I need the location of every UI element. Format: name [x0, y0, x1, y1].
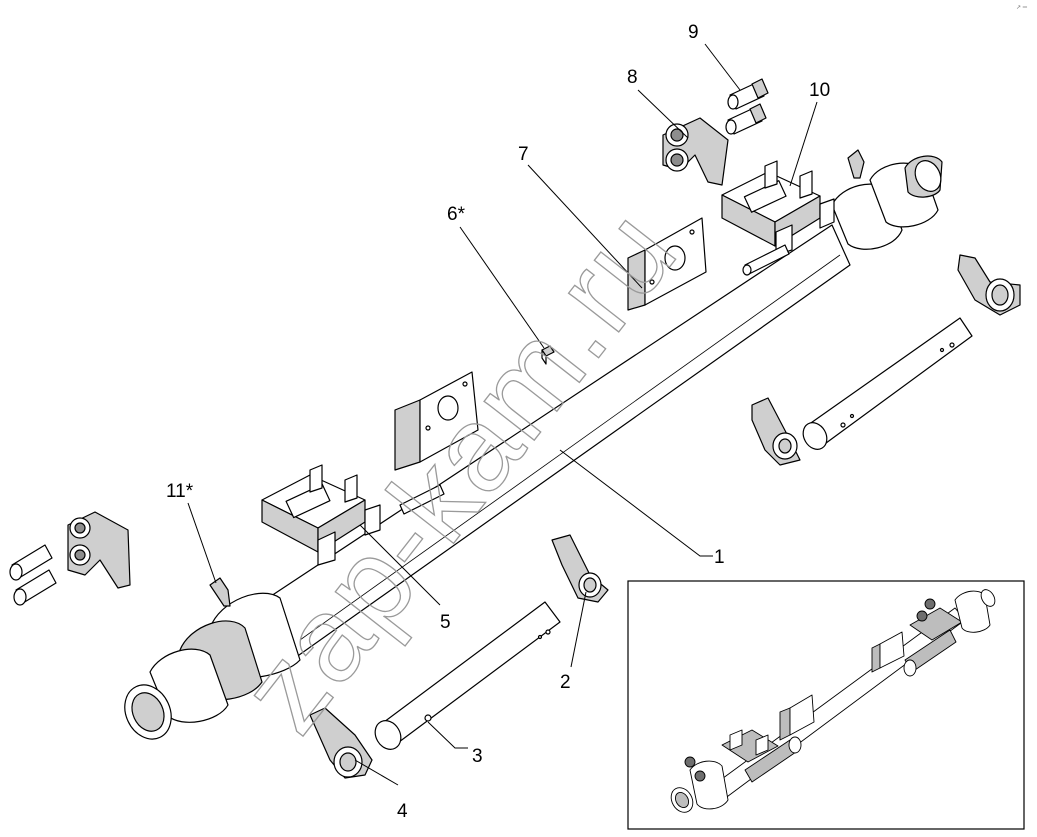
leader-lines — [187, 43, 818, 786]
bracket-plate-rear — [627, 217, 707, 311]
callout-labels: 1 2 3 4 5 6* 7 8 9 10 11* — [166, 22, 830, 822]
corner-mark: ↗ ═ — [1016, 5, 1028, 11]
spring-seat-rear — [721, 160, 835, 256]
lower-lever-assembly — [309, 534, 609, 779]
callout-1: 1 — [714, 547, 725, 568]
seat-pins — [399, 244, 790, 515]
callout-2: 2 — [560, 672, 571, 693]
clamp-bracket-upper — [662, 117, 729, 186]
callout-10: 10 — [809, 80, 830, 101]
small-block — [541, 345, 555, 365]
spring-seat-front — [261, 464, 381, 566]
callout-5: 5 — [440, 612, 451, 633]
bracket-plate-front — [394, 371, 479, 471]
callout-7: 7 — [518, 144, 529, 165]
callout-4: 4 — [397, 801, 408, 822]
callout-9: 9 — [688, 22, 699, 43]
callout-8: 8 — [627, 67, 638, 88]
left-clamp-assembly — [9, 511, 131, 606]
inset-assembled-view — [627, 580, 1025, 830]
callout-3: 3 — [472, 746, 483, 767]
pins-upper — [725, 78, 769, 135]
axle-beam — [124, 155, 943, 740]
small-clip-upper — [847, 149, 865, 179]
right-lever-assembly — [751, 254, 1021, 466]
callout-6: 6* — [447, 204, 466, 225]
small-clip-lower — [209, 577, 231, 607]
callout-11: 11* — [166, 481, 194, 502]
